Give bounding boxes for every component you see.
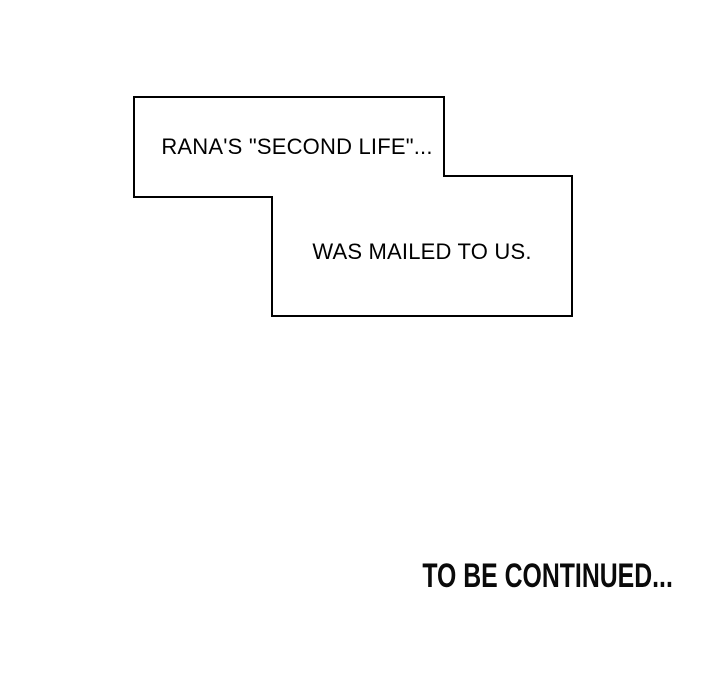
to-be-continued-text: TO BE CONTINUED... [422, 557, 674, 595]
to-be-continued-label: TO BE CONTINUED... [348, 558, 720, 594]
caption-rana-second-life: RANA'S "SECOND LIFE"... [161, 134, 433, 159]
caption-boxes-union-path [133, 96, 573, 317]
caption-was-mailed-to-us: WAS MAILED TO US. [312, 239, 532, 264]
